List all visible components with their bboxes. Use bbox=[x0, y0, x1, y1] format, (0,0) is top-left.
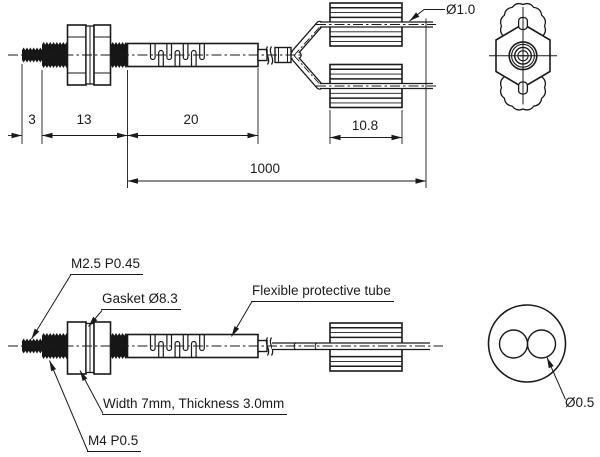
top-side-view bbox=[8, 2, 436, 109]
dim-3-label: 3 bbox=[28, 112, 36, 127]
dimension-lines bbox=[8, 9, 445, 188]
fiber-diameter-label: Ø0.5 bbox=[565, 395, 595, 410]
callout-leader-lines bbox=[31, 274, 566, 452]
dim-1000-label: 1000 bbox=[249, 161, 281, 176]
dim-13-label: 13 bbox=[76, 112, 92, 127]
wire-diameter-label: Ø1.0 bbox=[446, 2, 476, 17]
nut-size-callout: Width 7mm, Thickness 3.0mm bbox=[102, 396, 288, 415]
gasket-callout: Gasket Ø8.3 bbox=[101, 291, 181, 310]
tip-thread-callout: M2.5 P0.45 bbox=[70, 256, 144, 275]
dim-10-8-label: 10.8 bbox=[351, 118, 379, 133]
dim-20-label: 20 bbox=[183, 112, 199, 127]
fiber-cross-section bbox=[487, 304, 567, 383]
bottom-side-view bbox=[8, 321, 443, 375]
flex-tube-callout: Flexible protective tube bbox=[251, 283, 394, 302]
main-thread-callout: M4 P0.5 bbox=[87, 433, 142, 452]
sensor-end-view bbox=[489, 2, 557, 111]
